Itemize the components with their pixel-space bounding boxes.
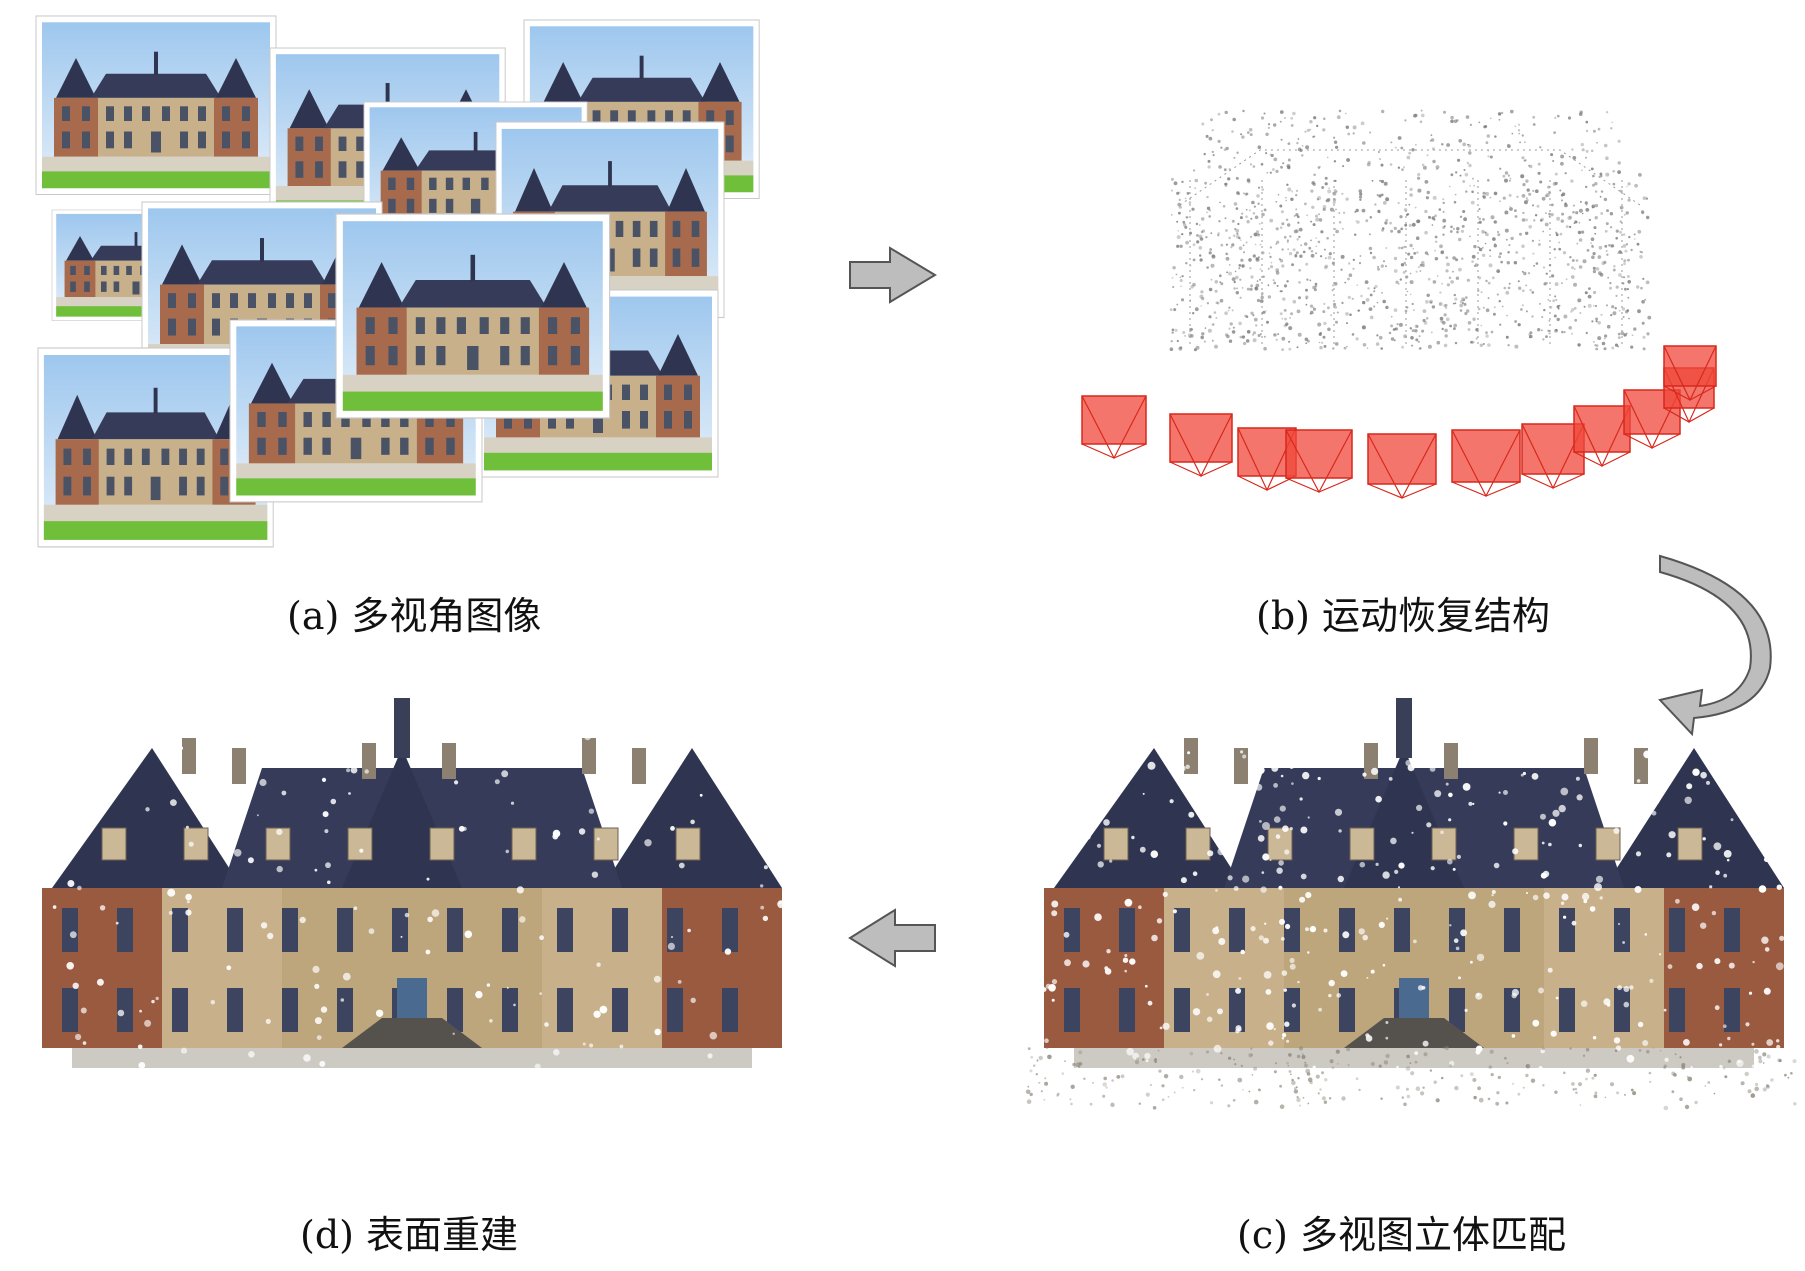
photo-collage — [35, 15, 760, 548]
curved-arrow-icon — [1658, 554, 1772, 737]
sparse-point-cloud — [1169, 109, 1652, 352]
surface-mesh — [42, 698, 785, 1085]
arrow-right-icon — [849, 246, 937, 304]
caption-b: (b) 运动恢复结构 — [1256, 594, 1551, 638]
view-photo — [35, 15, 277, 196]
caption-c: (c) 多视图立体匹配 — [1237, 1213, 1567, 1257]
dense-point-cloud — [1025, 698, 1797, 1111]
camera-frusta — [1081, 345, 1717, 500]
arrow-left-icon — [848, 908, 936, 968]
caption-d: (d) 表面重建 — [300, 1213, 519, 1257]
view-photo — [335, 213, 611, 419]
caption-a: (a) 多视角图像 — [287, 594, 542, 638]
